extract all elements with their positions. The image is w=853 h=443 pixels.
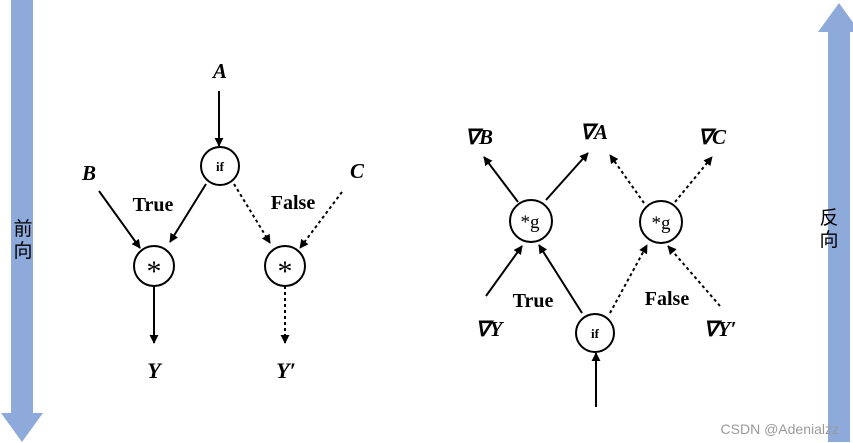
edge-grad-yprime-to-mulg-right — [667, 245, 721, 307]
label-grad-y: ∇Y — [476, 317, 505, 341]
forward-direction-arrow — [1, 0, 43, 442]
mul-node-left-label: * — [147, 255, 162, 288]
label-y-prime: Y′ — [276, 358, 296, 383]
mulg-node-right — [639, 200, 683, 244]
false-label-backward: False — [645, 288, 690, 310]
mulg-node-left — [509, 199, 553, 243]
watermark: CSDN @Adenialzz — [720, 421, 839, 437]
if-node-forward-label: if — [216, 159, 225, 174]
edge-if-to-mulg-left — [538, 244, 583, 314]
false-label-forward: False — [271, 192, 316, 214]
edge-if-to-mul-right — [233, 183, 271, 244]
if-node-backward — [575, 313, 615, 353]
label-c: C — [350, 159, 365, 183]
mul-node-right-label: * — [278, 255, 293, 288]
mulg-node-left-label: *g — [521, 212, 541, 233]
edge-mulg-right-to-grad-a — [609, 154, 645, 204]
edge-if-to-mul-left — [169, 183, 207, 243]
backward-side-label-text: 反 向 — [819, 207, 839, 251]
true-label-forward: True — [133, 194, 174, 216]
backward-side-label: 反 向 — [818, 207, 840, 251]
label-y: Y — [147, 358, 163, 383]
forward-side-label-text: 前 向 — [13, 218, 33, 262]
label-grad-c: ∇C — [698, 125, 727, 149]
mul-node-left — [133, 245, 175, 287]
label-grad-b: ∇B — [465, 125, 493, 149]
label-grad-a: ∇A — [580, 120, 608, 144]
true-label-backward: True — [513, 290, 554, 312]
if-node-backward-label: if — [591, 326, 600, 341]
edge-if-to-mulg-right — [609, 244, 648, 314]
edge-mulg-left-to-grad-b — [483, 156, 519, 203]
edge-mulg-right-to-grad-c — [674, 156, 713, 203]
forward-side-label: 前 向 — [12, 218, 34, 262]
edge-mulg-left-to-grad-a — [545, 152, 589, 201]
backward-graph — [483, 152, 721, 407]
label-grad-y-prime: ∇Y′ — [704, 317, 737, 341]
mul-node-right — [264, 245, 306, 287]
edge-grad-y-to-mulg-left — [485, 245, 523, 297]
label-b: B — [81, 161, 96, 185]
forward-graph — [98, 91, 343, 344]
backward-direction-arrow — [818, 3, 853, 442]
if-node-forward — [200, 146, 240, 186]
label-a: A — [211, 59, 227, 83]
mulg-node-right-label: *g — [652, 213, 672, 234]
edge-b-to-mul-left — [98, 190, 141, 249]
